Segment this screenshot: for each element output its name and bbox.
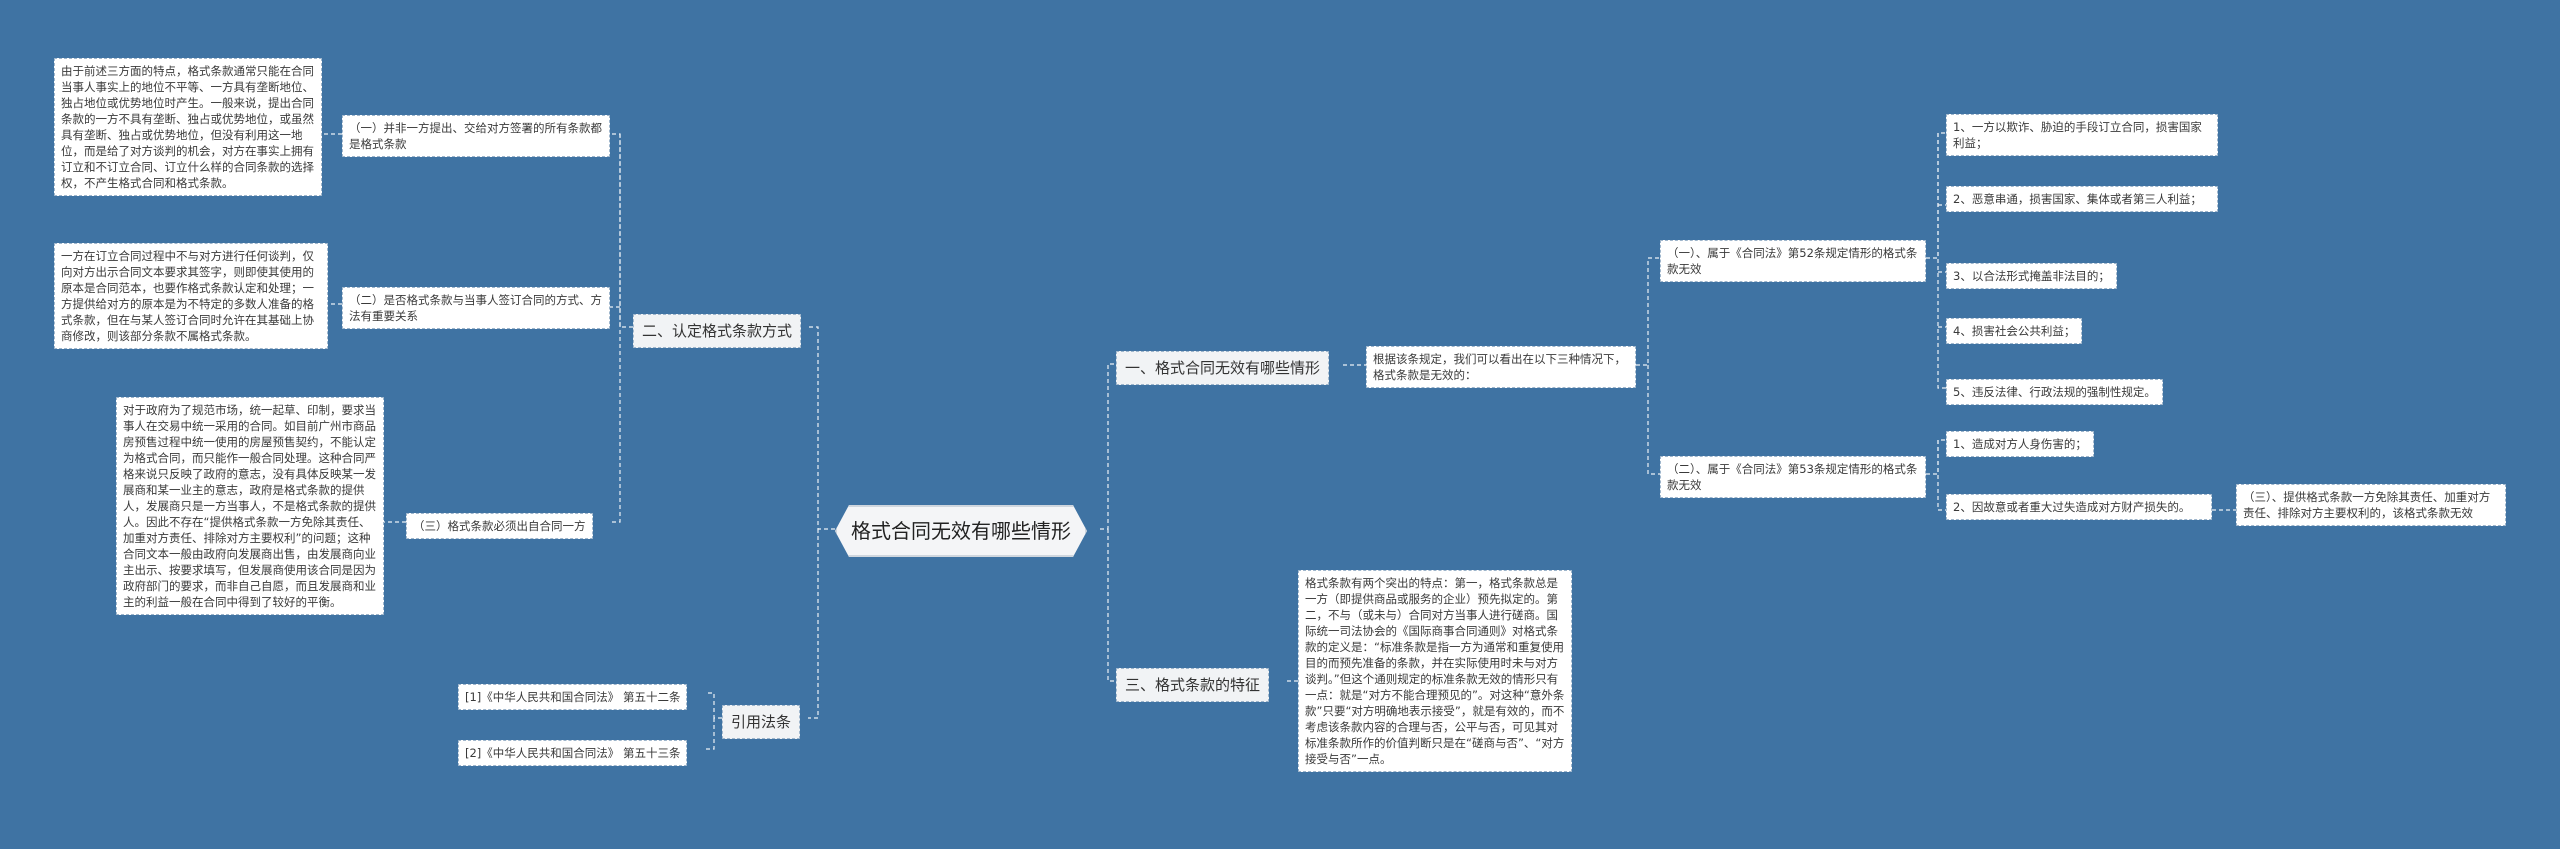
b2-m2: （二）是否格式条款与当事人签订合同的方式、方法有重要关系 <box>342 287 610 329</box>
b1-intro: 根据该条规定，我们可以看出在以下三种情况下，格式条款是无效的： <box>1366 346 1636 388</box>
branch-clause-features: 三、格式条款的特征 <box>1116 668 1270 702</box>
root-topic: 格式合同无效有哪些情形 <box>835 505 1087 557</box>
b4-ref-2: [2]《中华人民共和国合同法》 第五十三条 <box>458 740 688 766</box>
branch-invalid-situations: 一、格式合同无效有哪些情形 <box>1116 351 1330 385</box>
b3-detail: 格式条款有两个突出的特点：第一，格式条款总是一方（即提供商品或服务的企业）预先拟… <box>1298 570 1572 772</box>
branch-cited-laws: 引用法条 <box>722 705 801 739</box>
b2-m3: （三）格式条款必须出自合同一方 <box>406 513 593 539</box>
b4-ref-1: [1]《中华人民共和国合同法》 第五十二条 <box>458 684 688 710</box>
branch-identification-methods: 二、认定格式条款方式 <box>633 314 802 348</box>
b2-m3-detail: 对于政府为了规范市场，统一起草、印制，要求当事人在交易中统一采用的合同。如目前广… <box>116 397 384 615</box>
b1-sub1: （一）、属于《合同法》第52条规定情形的格式条款无效 <box>1660 240 1926 282</box>
b1-sub1-item-4: 4、损害社会公共利益； <box>1946 318 2083 344</box>
b1-sub1-item-1: 1、一方以欺诈、胁迫的手段订立合同，损害国家利益； <box>1946 114 2218 156</box>
b1-sub2-item-1: 1、造成对方人身伤害的； <box>1946 431 2094 457</box>
b1-sub1-item-2: 2、恶意串通，损害国家、集体或者第三人利益； <box>1946 186 2218 212</box>
b1-sub1-item-3: 3、以合法形式掩盖非法目的； <box>1946 263 2117 289</box>
b2-m1-detail: 由于前述三方面的特点，格式条款通常只能在合同当事人事实上的地位不平等、一方具有垄… <box>54 58 322 196</box>
b2-m1: （一）并非一方提出、交给对方签署的所有条款都是格式条款 <box>342 115 610 157</box>
b1-sub2-item-2: 2、因故意或者重大过失造成对方财产损失的。 <box>1946 494 2212 520</box>
b2-m2-detail: 一方在订立合同过程中不与对方进行任何谈判，仅向对方出示合同文本要求其签字，则即使… <box>54 243 328 349</box>
b1-sub2: （二）、属于《合同法》第53条规定情形的格式条款无效 <box>1660 456 1926 498</box>
b1-sub3: （三）、提供格式条款一方免除其责任、加重对方责任、排除对方主要权利的，该格式条款… <box>2236 484 2506 526</box>
b1-sub1-item-5: 5、违反法律、行政法规的强制性规定。 <box>1946 379 2163 405</box>
